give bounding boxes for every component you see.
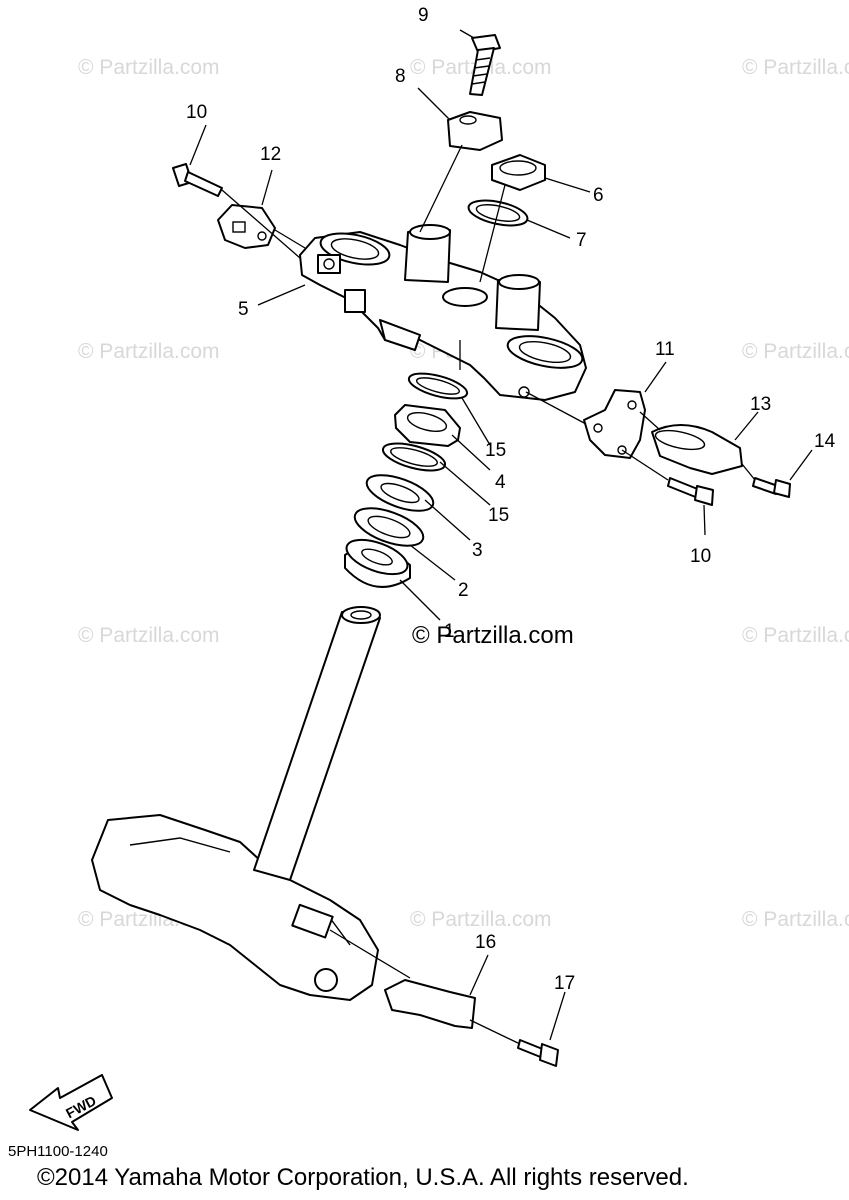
bolt-14 bbox=[752, 477, 791, 498]
watermark: © Partzilla.com bbox=[78, 624, 220, 647]
callout-11: 11 bbox=[655, 339, 675, 360]
callout-12: 12 bbox=[260, 144, 282, 165]
steering-stem bbox=[253, 606, 381, 881]
callout-17: 17 bbox=[554, 973, 576, 994]
callout-16: 16 bbox=[475, 932, 497, 953]
callout-1: 1 bbox=[444, 621, 455, 642]
watermark: © Partzilla.com bbox=[742, 56, 849, 79]
center-watermark: © Partzilla.com bbox=[412, 622, 574, 649]
copyright-notice: ©2014 Yamaha Motor Corporation, U.S.A. A… bbox=[37, 1164, 689, 1191]
plate-12 bbox=[217, 204, 276, 249]
bolt-9 bbox=[469, 34, 501, 96]
washer-15-upper bbox=[407, 372, 469, 400]
bolt-10-right bbox=[667, 477, 714, 506]
callout-8: 8 bbox=[395, 66, 406, 87]
bolt-10-left bbox=[172, 163, 223, 197]
callout-10: 10 bbox=[186, 102, 208, 123]
watermark: © Partzilla.com bbox=[78, 56, 220, 79]
callout-15: 15 bbox=[485, 440, 507, 461]
watermark: © Partzilla.com bbox=[742, 908, 849, 931]
callout-4: 4 bbox=[495, 472, 506, 493]
watermark: © Partzilla.com bbox=[742, 340, 849, 363]
ring-nut bbox=[394, 404, 461, 447]
under-bracket bbox=[91, 814, 379, 1001]
bolt-17 bbox=[517, 1039, 559, 1067]
handlebar-holder bbox=[447, 111, 503, 151]
callout-9: 9 bbox=[418, 5, 429, 26]
drawing-code: 5PH1100-1240 bbox=[8, 1143, 108, 1160]
bracket-16 bbox=[384, 979, 476, 1029]
plate-11 bbox=[583, 389, 646, 459]
washer-15-lower bbox=[381, 442, 447, 472]
watermark: © Partzilla.com bbox=[410, 908, 552, 931]
upper-bracket bbox=[299, 224, 587, 401]
callout-3: 3 bbox=[472, 540, 483, 561]
callout-6: 6 bbox=[593, 185, 604, 206]
ball-race-2 bbox=[353, 507, 425, 547]
callout-10: 10 bbox=[690, 546, 712, 567]
callout-14: 14 bbox=[814, 431, 836, 452]
steering-stem-nut bbox=[491, 154, 546, 191]
callout-2: 2 bbox=[458, 580, 469, 601]
watermark: © Partzilla.com bbox=[78, 340, 220, 363]
fwd-arrow: FWD bbox=[29, 1074, 113, 1131]
watermark: © Partzilla.com bbox=[742, 624, 849, 647]
callout-15: 15 bbox=[488, 505, 510, 526]
bearing bbox=[344, 538, 411, 588]
callout-5: 5 bbox=[238, 299, 249, 320]
leader-lines bbox=[189, 29, 813, 1045]
ball-race-3 bbox=[365, 474, 435, 512]
holder-13 bbox=[651, 424, 743, 475]
callout-13: 13 bbox=[750, 394, 772, 415]
callout-7: 7 bbox=[576, 230, 587, 251]
